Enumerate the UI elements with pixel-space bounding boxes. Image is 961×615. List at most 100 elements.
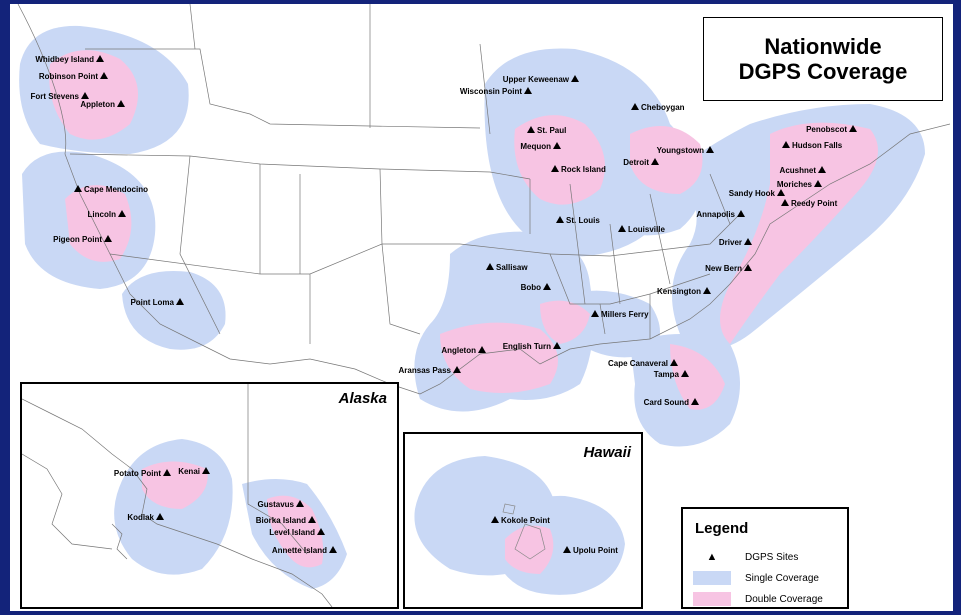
site-moriches-triangle-icon [814, 180, 822, 187]
site-label-st-louis: St. Louis [566, 216, 600, 225]
site-point-loma-triangle-icon [176, 298, 184, 305]
site-biorka-island-triangle-icon [308, 516, 316, 523]
double-coverage-areas [49, 50, 878, 410]
site-label-kokole-point: Kokole Point [501, 516, 550, 525]
site-aransas-pass-triangle-icon [453, 366, 461, 373]
hawaii-double-coverage [505, 525, 554, 574]
hawaii-double-area-1 [505, 525, 554, 574]
site-label-rock-island: Rock Island [561, 165, 606, 174]
double-coverage-area-8 [540, 300, 590, 344]
site-appleton-triangle-icon [117, 100, 125, 107]
map-title-line2: DGPS Coverage [738, 59, 908, 84]
hawaii-islands [502, 503, 546, 560]
site-detroit-triangle-icon [651, 158, 659, 165]
site-label-lincoln: Lincoln [88, 210, 117, 219]
site-label-new-bern: New Bern [705, 264, 742, 273]
site-label-angleton: Angleton [441, 346, 476, 355]
state-boundaries [17, 4, 951, 395]
alaska-coastline [22, 384, 333, 607]
site-tampa-triangle-icon [681, 370, 689, 377]
site-fort-stevens-triangle-icon [81, 92, 89, 99]
site-label-cape-mendocino: Cape Mendocino [84, 185, 148, 194]
legend-label-double: Double Coverage [745, 593, 823, 605]
double-coverage-area-3 [514, 115, 605, 205]
site-label-st-paul: St. Paul [537, 126, 566, 135]
legend-label-single: Single Coverage [745, 572, 819, 584]
site-pigeon-point-triangle-icon [104, 235, 112, 242]
hawaii-single-coverage [414, 456, 625, 595]
legend-title: Legend [695, 520, 749, 537]
double-coverage-area-2 [65, 185, 132, 262]
site-label-kenai: Kenai [178, 467, 200, 476]
site-label-tampa: Tampa [654, 370, 680, 379]
site-upolu-point-triangle-icon [563, 546, 571, 553]
site-label-english-turn: English Turn [503, 342, 551, 351]
alaska-title: Alaska [338, 390, 387, 407]
site-kodiak-triangle-icon [156, 513, 164, 520]
site-wisconsin-point-triangle-icon [524, 87, 532, 94]
site-label-annapolis: Annapolis [696, 210, 735, 219]
site-label-potato-point: Potato Point [114, 469, 161, 478]
site-st-paul-triangle-icon [527, 126, 535, 133]
site-label-card-sound: Card Sound [644, 398, 689, 407]
site-angleton-triangle-icon [478, 346, 486, 353]
site-label-fort-stevens: Fort Stevens [31, 92, 80, 101]
site-label-kensington: Kensington [657, 287, 701, 296]
legend: Legend ▲ DGPS Sites Single Coverage Doub… [681, 507, 849, 609]
site-label-mequon: Mequon [520, 142, 551, 151]
site-upper-keweenaw-triangle-icon [571, 75, 579, 82]
site-driver-triangle-icon [744, 238, 752, 245]
site-annapolis-triangle-icon [737, 210, 745, 217]
triangle-icon: ▲ [706, 551, 718, 563]
site-cheboygan-triangle-icon [631, 103, 639, 110]
site-label-whidbey-island: Whidbey Island [35, 55, 94, 64]
legend-item-single: Single Coverage [693, 570, 819, 586]
site-level-island-triangle-icon [317, 528, 325, 535]
site-label-cheboygan: Cheboygan [641, 103, 685, 112]
site-label-kodiak: Kodiak [127, 513, 154, 522]
site-hudson-falls-triangle-icon [782, 141, 790, 148]
site-sallisaw-triangle-icon [486, 263, 494, 270]
alaska-double-area-1 [142, 461, 208, 509]
site-kokole-point-triangle-icon [491, 516, 499, 523]
site-millers-ferry-triangle-icon [591, 310, 599, 317]
site-english-turn-triangle-icon [553, 342, 561, 349]
site-label-youngstown: Youngstown [657, 146, 705, 155]
site-bobo-triangle-icon [543, 283, 551, 290]
site-label-appleton: Appleton [80, 100, 115, 109]
site-penobscot-triangle-icon [849, 125, 857, 132]
site-label-point-loma: Point Loma [130, 298, 174, 307]
site-reedy-point-triangle-icon [781, 199, 789, 206]
site-potato-point-triangle-icon [163, 469, 171, 476]
site-label-wisconsin-point: Wisconsin Point [460, 87, 522, 96]
site-label-level-island: Level Island [269, 528, 315, 537]
double-coverage-area-1 [49, 50, 138, 140]
single-coverage-area-3 [122, 270, 226, 350]
alaska-double-coverage [142, 461, 324, 568]
site-new-bern-triangle-icon [744, 264, 752, 271]
site-cape-mendocino-triangle-icon [74, 185, 82, 192]
legend-item-double: Double Coverage [693, 591, 823, 607]
double-coverage-area-4 [630, 126, 703, 194]
site-sandy-hook-triangle-icon [777, 189, 785, 196]
double-coverage-area-7 [670, 344, 725, 410]
site-rock-island-triangle-icon [551, 165, 559, 172]
site-label-pigeon-point: Pigeon Point [53, 235, 102, 244]
site-card-sound-triangle-icon [691, 398, 699, 405]
site-kenai-triangle-icon [202, 467, 210, 474]
site-acushnet-triangle-icon [818, 166, 826, 173]
site-kensington-triangle-icon [703, 287, 711, 294]
map-title-box: Nationwide DGPS Coverage [703, 17, 943, 101]
double-coverage-swatch [693, 592, 731, 606]
site-label-detroit: Detroit [623, 158, 649, 167]
site-robinson-point-triangle-icon [100, 72, 108, 79]
site-mequon-triangle-icon [553, 142, 561, 149]
site-label-millers-ferry: Millers Ferry [601, 310, 649, 319]
legend-label-sites: DGPS Sites [745, 551, 799, 563]
